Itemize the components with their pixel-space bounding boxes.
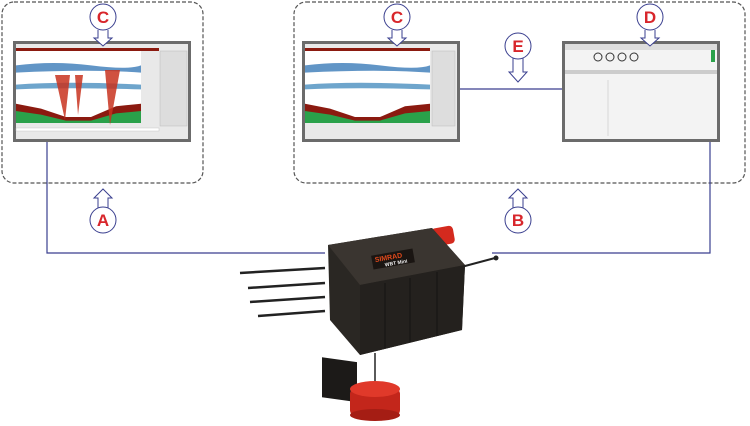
label-d: D [636, 3, 664, 47]
echogram-screen-right [302, 41, 460, 142]
svg-text:A: A [97, 211, 109, 230]
label-b: B [504, 188, 532, 234]
right-display-group [293, 1, 746, 184]
label-c-right: C [383, 3, 411, 47]
wbt-mini-transceiver: SIMRAD WBT Mini [239, 225, 499, 403]
left-display-group [1, 1, 204, 184]
svg-text:E: E [512, 37, 523, 56]
svg-text:C: C [97, 8, 109, 27]
control-software-screen [562, 41, 720, 142]
label-c-left: C [89, 3, 117, 47]
connector-lines [46, 88, 711, 254]
label-e: E [504, 32, 532, 83]
svg-text:B: B [512, 211, 524, 230]
svg-text:SIMRAD: SIMRAD [374, 252, 402, 264]
echogram-screen-left [13, 41, 191, 142]
transducer [350, 381, 400, 421]
svg-text:D: D [644, 8, 656, 27]
svg-text:C: C [391, 8, 403, 27]
label-a: A [89, 188, 117, 234]
svg-text:WBT Mini: WBT Mini [384, 258, 408, 268]
